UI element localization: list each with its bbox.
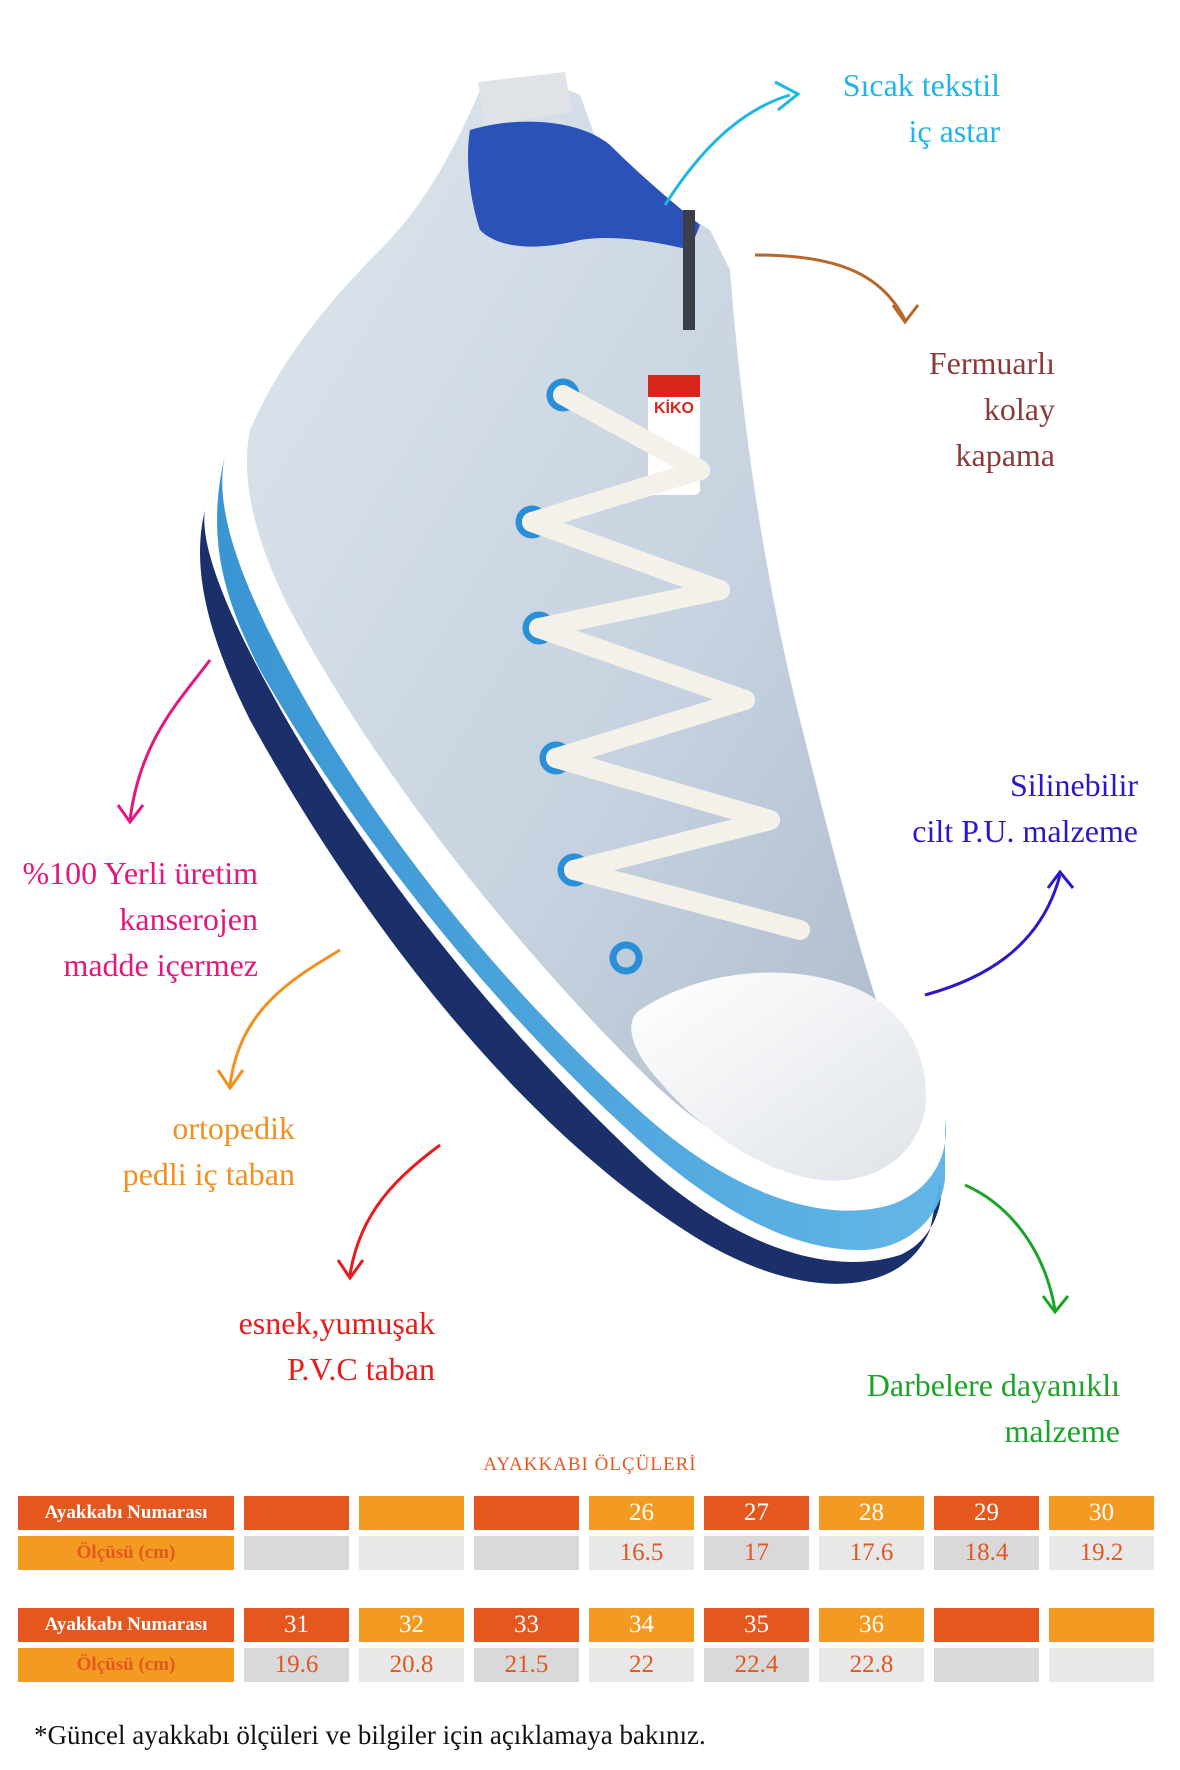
row-label: Ayakkabı Numarası (18, 1608, 234, 1642)
arrow-impact (964, 1183, 1057, 1311)
measure-cell (474, 1536, 579, 1570)
size-cell (359, 1496, 464, 1530)
measure-cell: 22 (589, 1648, 694, 1682)
measure-cell: 21.5 (474, 1648, 579, 1682)
product-illustration: KİKO Sıcak tekstil iç astar Fermuarlı ko… (22, 67, 1138, 1449)
measure-cell: 22.4 (704, 1648, 809, 1682)
callout-insole: ortopedik pedli iç taban (122, 1110, 295, 1192)
measure-cell: 19.2 (1049, 1536, 1154, 1570)
size-cell: 30 (1049, 1496, 1154, 1530)
toe-cap (631, 972, 926, 1181)
size-row-number-1: Ayakkabı Numarası 26 27 28 29 30 (18, 1496, 1154, 1530)
callout-zipper: Fermuarlı kolay kapama (928, 345, 1055, 473)
size-row-number-2: Ayakkabı Numarası 31 32 33 34 35 36 (18, 1608, 1154, 1642)
measure-cell: 16.5 (589, 1536, 694, 1570)
size-cell: 36 (819, 1608, 924, 1642)
size-chart-table: Ayakkabı Numarası 26 27 28 29 30 Ölçüsü … (8, 1490, 1164, 1688)
arrowhead-impact (1041, 1295, 1070, 1315)
arrow-sole (348, 1143, 441, 1276)
measure-cell: 22.8 (819, 1648, 924, 1682)
callout-impact: Darbelere dayanıklı malzeme (866, 1367, 1120, 1449)
arrowhead-material (1046, 869, 1075, 889)
logo-text: KİKO (654, 400, 694, 417)
size-cell: 34 (589, 1608, 694, 1642)
arrowhead-insole (216, 1069, 245, 1091)
measure-cell (1049, 1648, 1154, 1682)
laces (522, 385, 810, 940)
size-cell: 28 (819, 1496, 924, 1530)
size-cell (1049, 1608, 1154, 1642)
measure-cell: 18.4 (934, 1536, 1039, 1570)
size-cell: 29 (934, 1496, 1039, 1530)
table-spacer (18, 1576, 1154, 1602)
arrowhead-sole (336, 1259, 365, 1281)
size-cell: 32 (359, 1608, 464, 1642)
size-cell: 27 (704, 1496, 809, 1530)
heel-tab (478, 72, 572, 125)
measure-cell: 19.6 (244, 1648, 349, 1682)
collar-lining (468, 121, 700, 250)
size-row-measure-2: Ölçüsü (cm) 19.6 20.8 21.5 22 22.4 22.8 (18, 1648, 1154, 1682)
footnote: *Güncel ayakkabı ölçüleri ve bilgiler iç… (34, 1720, 706, 1750)
measure-cell (244, 1536, 349, 1570)
arrowhead-lining (774, 80, 801, 112)
eyelets (515, 378, 643, 975)
size-cell: 31 (244, 1608, 349, 1642)
outsole-navy (200, 510, 942, 1284)
arrow-insole (228, 948, 341, 1086)
size-chart-title: AYAKKABI ÖLÇÜLERİ (483, 1454, 697, 1475)
size-cell: 33 (474, 1608, 579, 1642)
size-cell: 35 (704, 1608, 809, 1642)
shoe-illustration (116, 72, 1075, 1315)
size-cell (244, 1496, 349, 1530)
measure-cell: 20.8 (359, 1648, 464, 1682)
row-label: Ölçüsü (cm) (18, 1536, 234, 1570)
callout-local: %100 Yerli üretim kanserojen madde içerm… (22, 855, 258, 983)
size-row-measure-1: Ölçüsü (cm) 16.5 17 17.6 18.4 19.2 (18, 1536, 1154, 1570)
callout-lining: Sıcak tekstil iç astar (842, 67, 1000, 149)
callout-material: Silinebilir cilt P.U. malzeme (912, 767, 1138, 849)
measure-cell: 17.6 (819, 1536, 924, 1570)
arrow-local (128, 659, 212, 821)
arrow-zipper (754, 253, 907, 321)
arrowhead-local (116, 804, 145, 825)
arrow-material (924, 874, 1062, 997)
row-label: Ayakkabı Numarası (18, 1496, 234, 1530)
measure-cell (359, 1536, 464, 1570)
arrow-lining (663, 93, 791, 206)
measure-cell: 17 (704, 1536, 809, 1570)
row-label: Ölçüsü (cm) (18, 1648, 234, 1682)
size-cell: 26 (589, 1496, 694, 1530)
arrowhead-zipper (891, 304, 920, 325)
size-cell (474, 1496, 579, 1530)
callout-sole: esnek,yumuşak P.V.C taban (238, 1305, 435, 1387)
zipper (683, 210, 695, 330)
measure-cell (934, 1648, 1039, 1682)
size-cell (934, 1608, 1039, 1642)
